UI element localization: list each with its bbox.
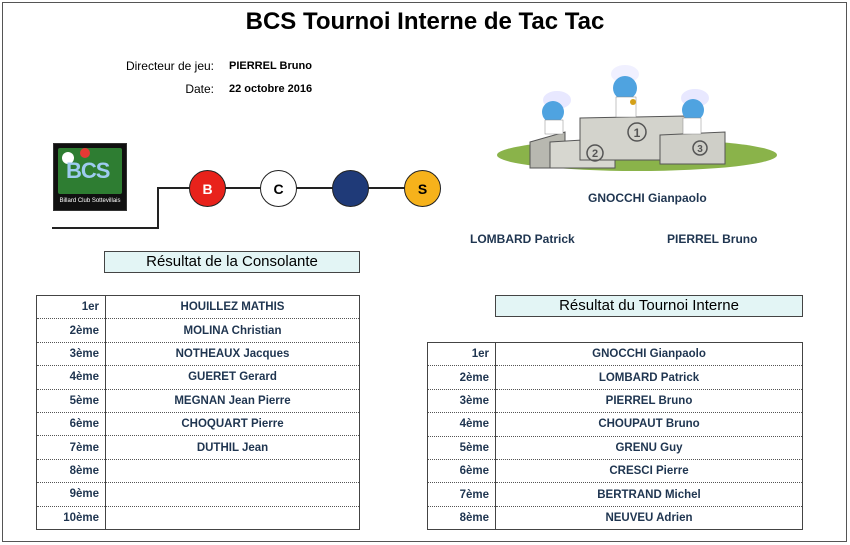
logo-text: BCS (66, 158, 110, 183)
rank-cell: 1er (427, 342, 496, 367)
rank-cell: 5ème (427, 436, 496, 460)
ball-letter: C (273, 180, 284, 197)
table-row: 9ème (36, 482, 360, 507)
date-label: Date: (185, 82, 214, 96)
table-row: 8ème (36, 459, 360, 484)
podium-step-3: 3 (697, 144, 703, 155)
director-value: PIERREL Bruno (229, 60, 312, 72)
podium-step-1: 1 (634, 126, 641, 140)
player-cell (106, 506, 360, 529)
yellow-ball-icon: S (404, 170, 441, 207)
rank-cell: 4ème (427, 412, 496, 437)
interne-title: Résultat du Tournoi Interne (495, 295, 803, 317)
rank-cell: 6ème (36, 412, 106, 437)
blue-ball-icon (332, 170, 369, 207)
rank-cell: 8ème (36, 459, 106, 484)
player-cell: CHOQUART Pierre (105, 412, 360, 437)
rank-cell: 4ème (36, 365, 106, 390)
rank-cell: 3ème (427, 389, 496, 414)
logo-subtitle: Billard Club Sottevillais (59, 198, 121, 204)
player-cell (105, 482, 360, 507)
rank-cell: 3ème (36, 342, 106, 367)
podium-step-2: 2 (592, 148, 598, 160)
white-ball-icon: C (260, 170, 297, 207)
player-cell: NOTHEAUX Jacques (105, 342, 360, 367)
rank-cell: 8ème (427, 506, 496, 530)
player-cell: BERTRAND Michel (495, 482, 803, 507)
date-value: 22 octobre 2016 (229, 83, 313, 95)
player-cell: CHOUPAUT Bruno (495, 412, 803, 437)
player-cell: PIERREL Bruno (495, 389, 803, 414)
rank-cell: 2ème (36, 318, 106, 343)
rank-cell: 10ème (36, 506, 106, 530)
player-cell: GNOCCHI Gianpaolo (495, 342, 803, 367)
ball-letter: S (417, 180, 428, 197)
player-cell: HOUILLEZ MATHIS (105, 295, 360, 320)
podium-third-name: PIERREL Bruno (667, 232, 758, 246)
consolante-title: Résultat de la Consolante (104, 251, 360, 273)
logo-white-ball-icon (62, 152, 74, 164)
table-row: 10ème (36, 506, 360, 530)
table-row: 8ème NEUVEU Adrien (427, 506, 803, 530)
player-cell: CRESCI Pierre (495, 459, 803, 484)
rank-cell: 1er (36, 295, 106, 320)
rank-cell: 9ème (36, 482, 106, 507)
ball-letter: B (202, 180, 213, 197)
player-cell: NEUVEU Adrien (605, 511, 693, 524)
club-logo: BCS Billard Club Sottevillais (53, 143, 127, 211)
player-cell: LOMBARD Patrick (495, 365, 803, 390)
podium-illustration: 1 2 3 (497, 65, 777, 171)
podium-first-name: GNOCCHI Gianpaolo (588, 191, 707, 205)
rank-cell: 5ème (36, 389, 106, 413)
page-title: BCS Tournoi Interne de Tac Tac (245, 8, 605, 35)
rank-cell: 6ème (427, 459, 496, 484)
player-cell: MEGNAN Jean Pierre (105, 389, 360, 413)
rank-cell: 2ème (427, 365, 496, 390)
director-label: Directeur de jeu: (125, 59, 214, 73)
rank-cell: 7ème (36, 435, 106, 460)
player-cell: GUERET Gerard (105, 365, 360, 390)
podium-second-name: LOMBARD Patrick (470, 232, 575, 246)
player-cell: GRENU Guy (495, 436, 803, 460)
player-cell: MOLINA Christian (105, 318, 360, 343)
player-cell (105, 459, 360, 484)
logo-red-ball-icon (80, 148, 90, 158)
player-cell: DUTHIL Jean (105, 435, 360, 460)
rank-cell: 7ème (427, 482, 496, 507)
red-ball-icon: B (189, 170, 226, 207)
